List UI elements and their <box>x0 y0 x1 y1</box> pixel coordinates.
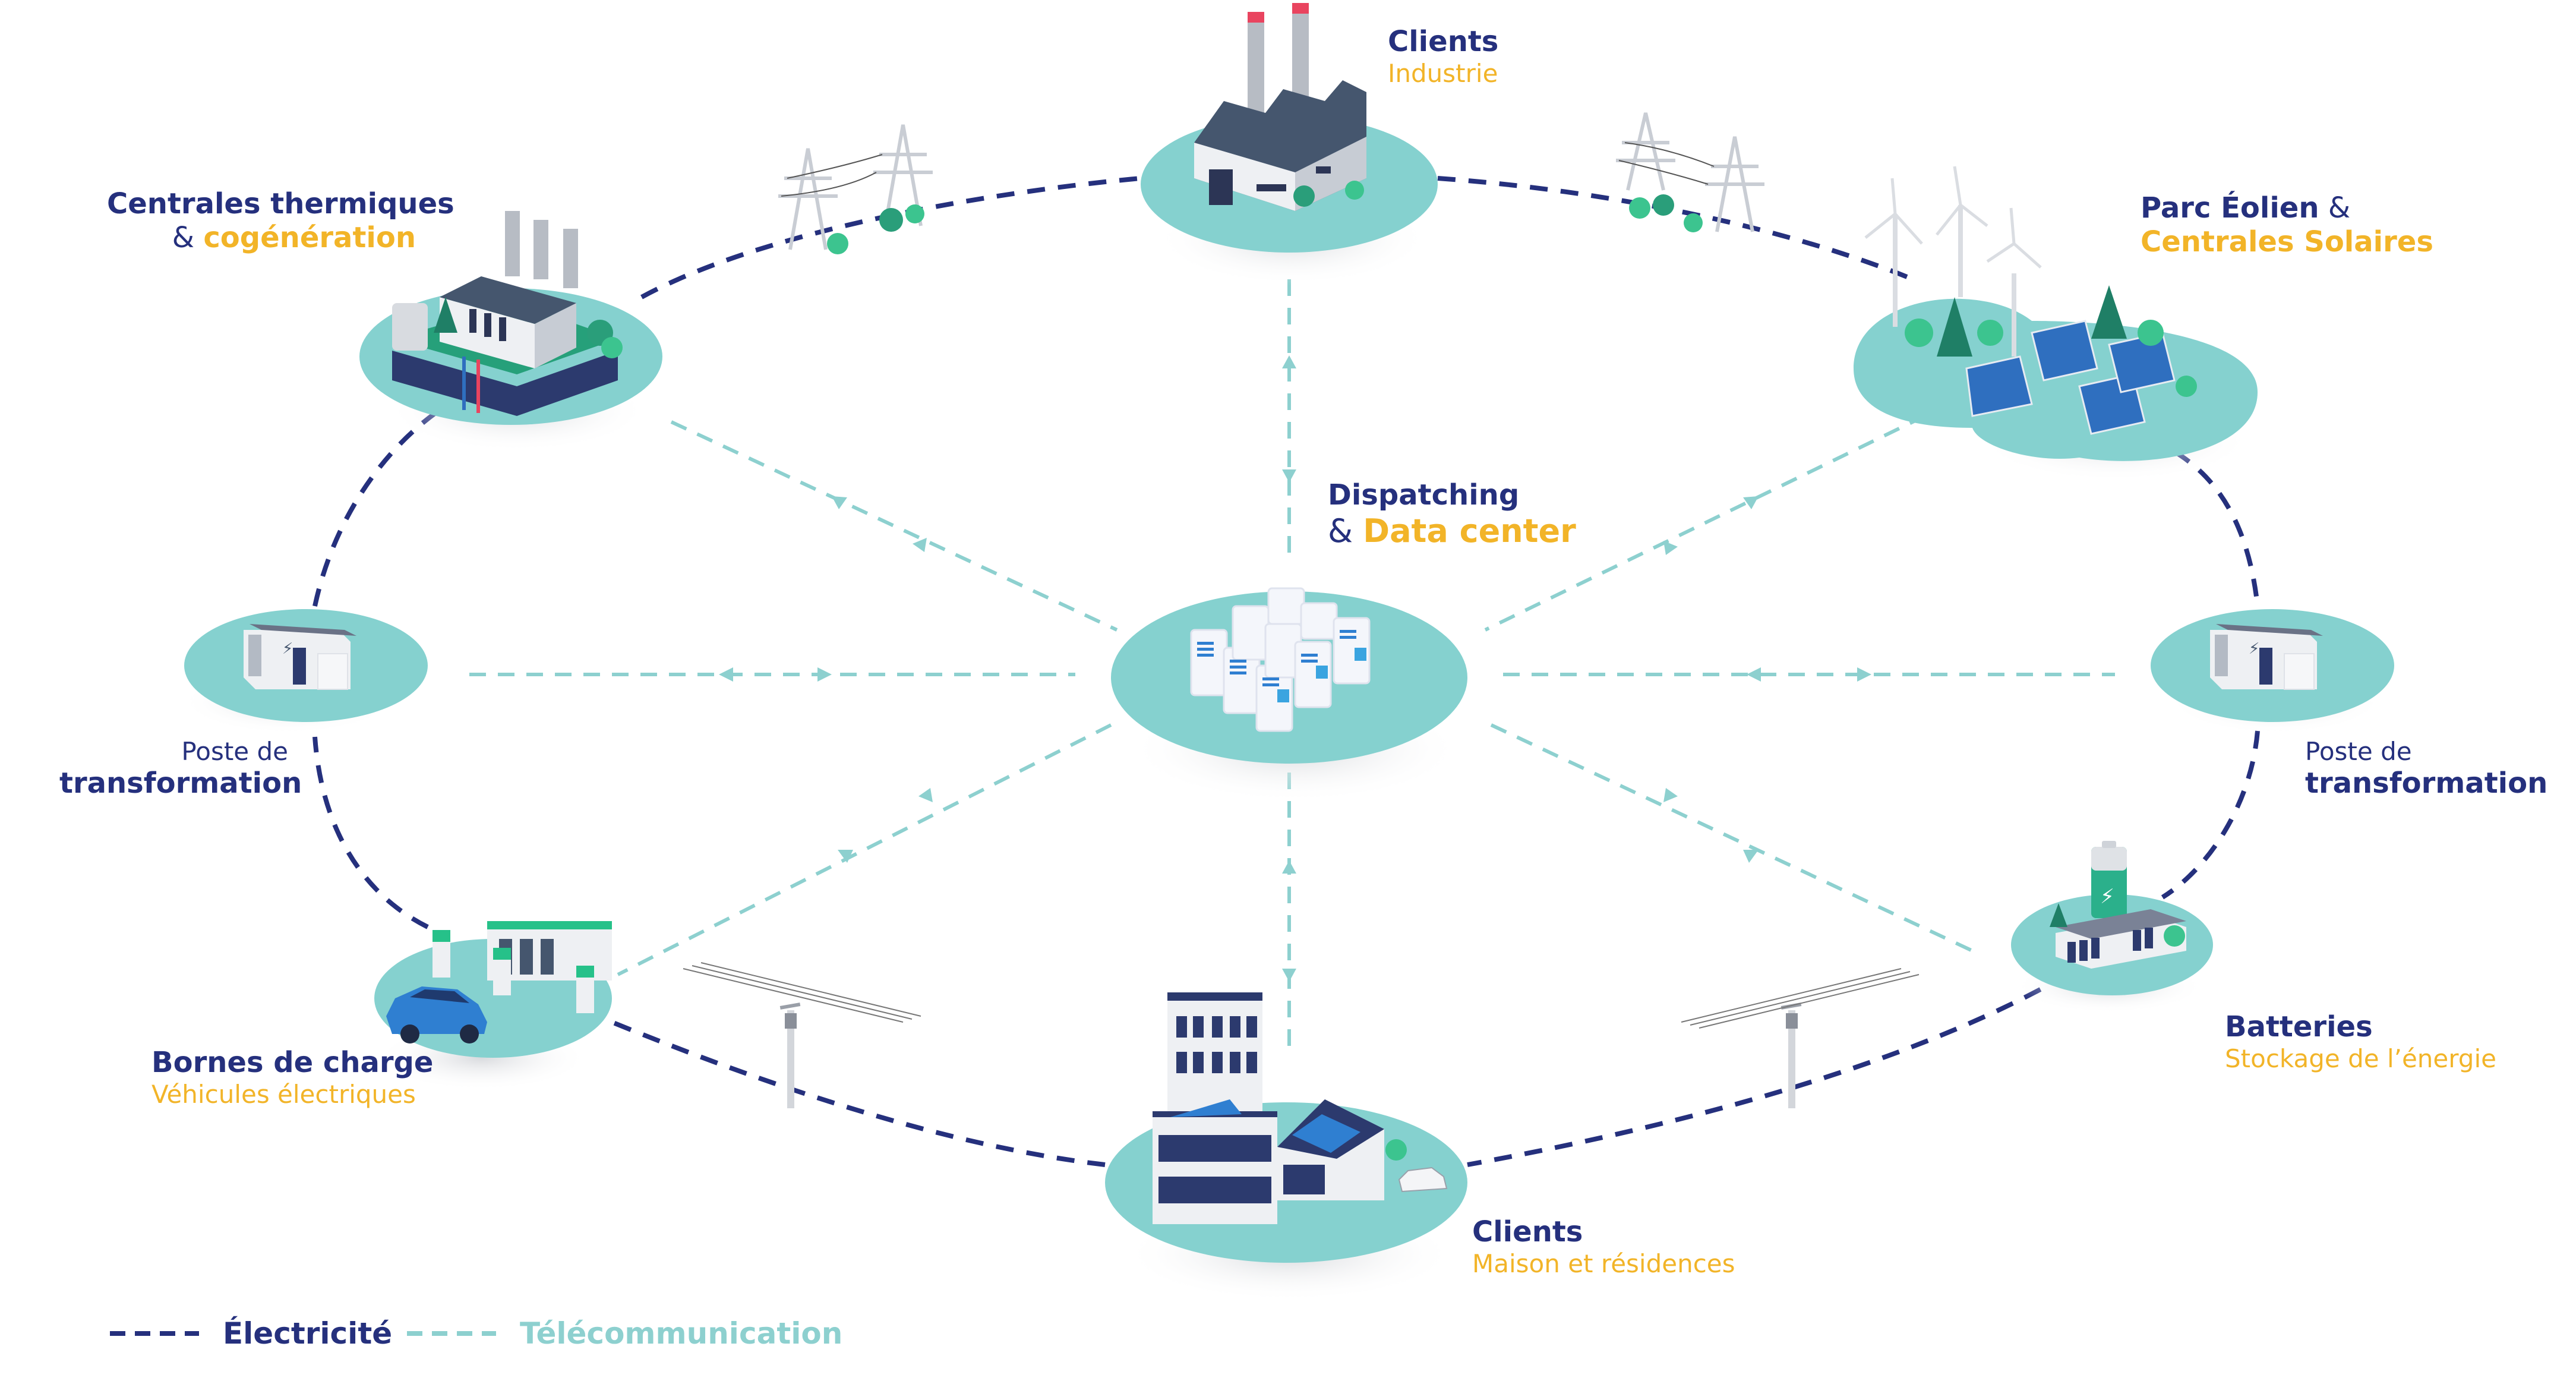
label-substation-left: Poste de transformation <box>59 737 302 800</box>
label-title: Batteries <box>2225 1010 2373 1043</box>
label-homes: Clients Maison et résidences <box>1472 1215 1735 1278</box>
label-line2: transformation <box>59 766 302 800</box>
arrow-icon <box>1747 667 1761 682</box>
arrow-icon <box>1282 355 1296 368</box>
utility-pole-icon <box>1681 968 1920 1108</box>
legend-label: Électricité <box>223 1316 393 1351</box>
label-highlight: Data center <box>1363 512 1576 550</box>
arrow-icon <box>719 667 733 682</box>
telecom-link-renewables <box>1484 414 1926 632</box>
bolt-icon: ⚡ <box>2100 885 2114 909</box>
label-batteries: Batteries Stockage de l’énergie <box>2225 1010 2496 1073</box>
label-title: Centrales thermiques <box>107 187 454 220</box>
telecom-spokes <box>469 279 2115 1052</box>
label-subtitle: Industrie <box>1388 58 1498 88</box>
transformer-icon: ⚡ <box>2210 624 2323 690</box>
bolt-icon: ⚡ <box>2249 640 2259 658</box>
arrow-icon <box>1857 667 1871 682</box>
node-industry[interactable] <box>1141 3 1438 285</box>
trees-icon <box>1905 285 2197 397</box>
transformer-icon: ⚡ <box>244 624 356 690</box>
arrow-icon <box>1663 541 1678 555</box>
arrow-icon <box>832 496 847 509</box>
label-substation-right: Poste de transformation <box>2305 737 2547 800</box>
label-ampersand: & <box>1328 512 1353 550</box>
bolt-icon: ⚡ <box>282 640 293 658</box>
label-ampersand: & <box>2328 191 2351 225</box>
node-batteries[interactable]: ⚡ <box>2011 841 2213 1013</box>
arrow-icon <box>918 788 933 802</box>
electric-car-icon <box>386 986 487 1043</box>
node-charging[interactable] <box>374 921 612 1090</box>
arrow-icon <box>1663 788 1678 802</box>
arrow-icon <box>1282 969 1296 982</box>
arrow-icon <box>913 538 927 552</box>
label-title: Parc Éolien <box>2141 191 2319 225</box>
node-thermal[interactable] <box>359 211 662 452</box>
label-charging: Bornes de charge Véhicules électriques <box>151 1046 433 1109</box>
battery-icon: ⚡ <box>2050 841 2186 969</box>
node-substation-left[interactable]: ⚡ <box>181 609 428 734</box>
arrow-icon <box>838 850 853 863</box>
transmission-tower-icon <box>778 124 933 254</box>
label-renewables: Parc Éolien & Centrales Solaires <box>2141 191 2433 258</box>
node-substation-right[interactable]: ⚡ <box>2151 609 2394 734</box>
node-homes[interactable] <box>1105 992 1467 1301</box>
legend-item-electricity: Électricité <box>110 1316 392 1351</box>
electric-car-icon <box>1398 1167 1448 1193</box>
transmission-tower-icon <box>1616 112 1764 232</box>
label-subtitle: Stockage de l’énergie <box>2225 1043 2496 1073</box>
arrow-icon <box>1282 469 1296 483</box>
legend-label: Télécommunication <box>520 1316 843 1351</box>
label-ampersand: & <box>172 220 195 254</box>
dashed-line-icon <box>110 1331 199 1336</box>
label-subtitle: Véhicules électriques <box>151 1079 416 1109</box>
solar-panel-icon <box>1965 320 2176 435</box>
label-line1: Poste de <box>2305 737 2412 766</box>
label-subtitle: Maison et résidences <box>1472 1249 1735 1278</box>
telecom-link-batteries <box>1490 723 1974 953</box>
factory-icon <box>1194 3 1366 211</box>
arrow-icon <box>1282 860 1296 874</box>
telecom-link-thermal <box>670 420 1118 632</box>
telecom-link-charging <box>617 723 1112 976</box>
dashed-line-icon <box>407 1331 496 1336</box>
label-title: Dispatching <box>1328 478 1520 512</box>
arrow-icon <box>1743 850 1759 863</box>
buildings-icon <box>1153 992 1448 1224</box>
legend-item-telecom: Télécommunication <box>407 1316 842 1351</box>
power-plant-icon <box>392 211 623 416</box>
node-dispatch[interactable] <box>1111 587 1467 802</box>
telecom-arrows <box>719 355 1871 982</box>
label-line1: Poste de <box>181 737 288 766</box>
label-thermal: Centrales thermiques & cogénération <box>107 187 454 254</box>
label-industry: Clients Industrie <box>1388 25 1498 88</box>
label-line2: transformation <box>2305 766 2548 800</box>
label-title: Clients <box>1388 25 1499 58</box>
label-highlight: Centrales Solaires <box>2141 225 2433 258</box>
label-title: Clients <box>1472 1215 1583 1249</box>
wind-turbine-icon <box>1864 166 2042 357</box>
arrow-icon <box>1743 496 1759 509</box>
label-title: Bornes de charge <box>151 1046 434 1079</box>
utility-pole-icon <box>683 962 921 1108</box>
label-highlight: cogénération <box>203 220 416 254</box>
arrow-icon <box>817 667 832 682</box>
ev-charger-icon <box>433 921 612 1013</box>
node-renewables[interactable] <box>1854 166 2258 481</box>
label-dispatch: Dispatching & Data center <box>1328 478 1576 550</box>
data-center-icon <box>1190 587 1371 732</box>
